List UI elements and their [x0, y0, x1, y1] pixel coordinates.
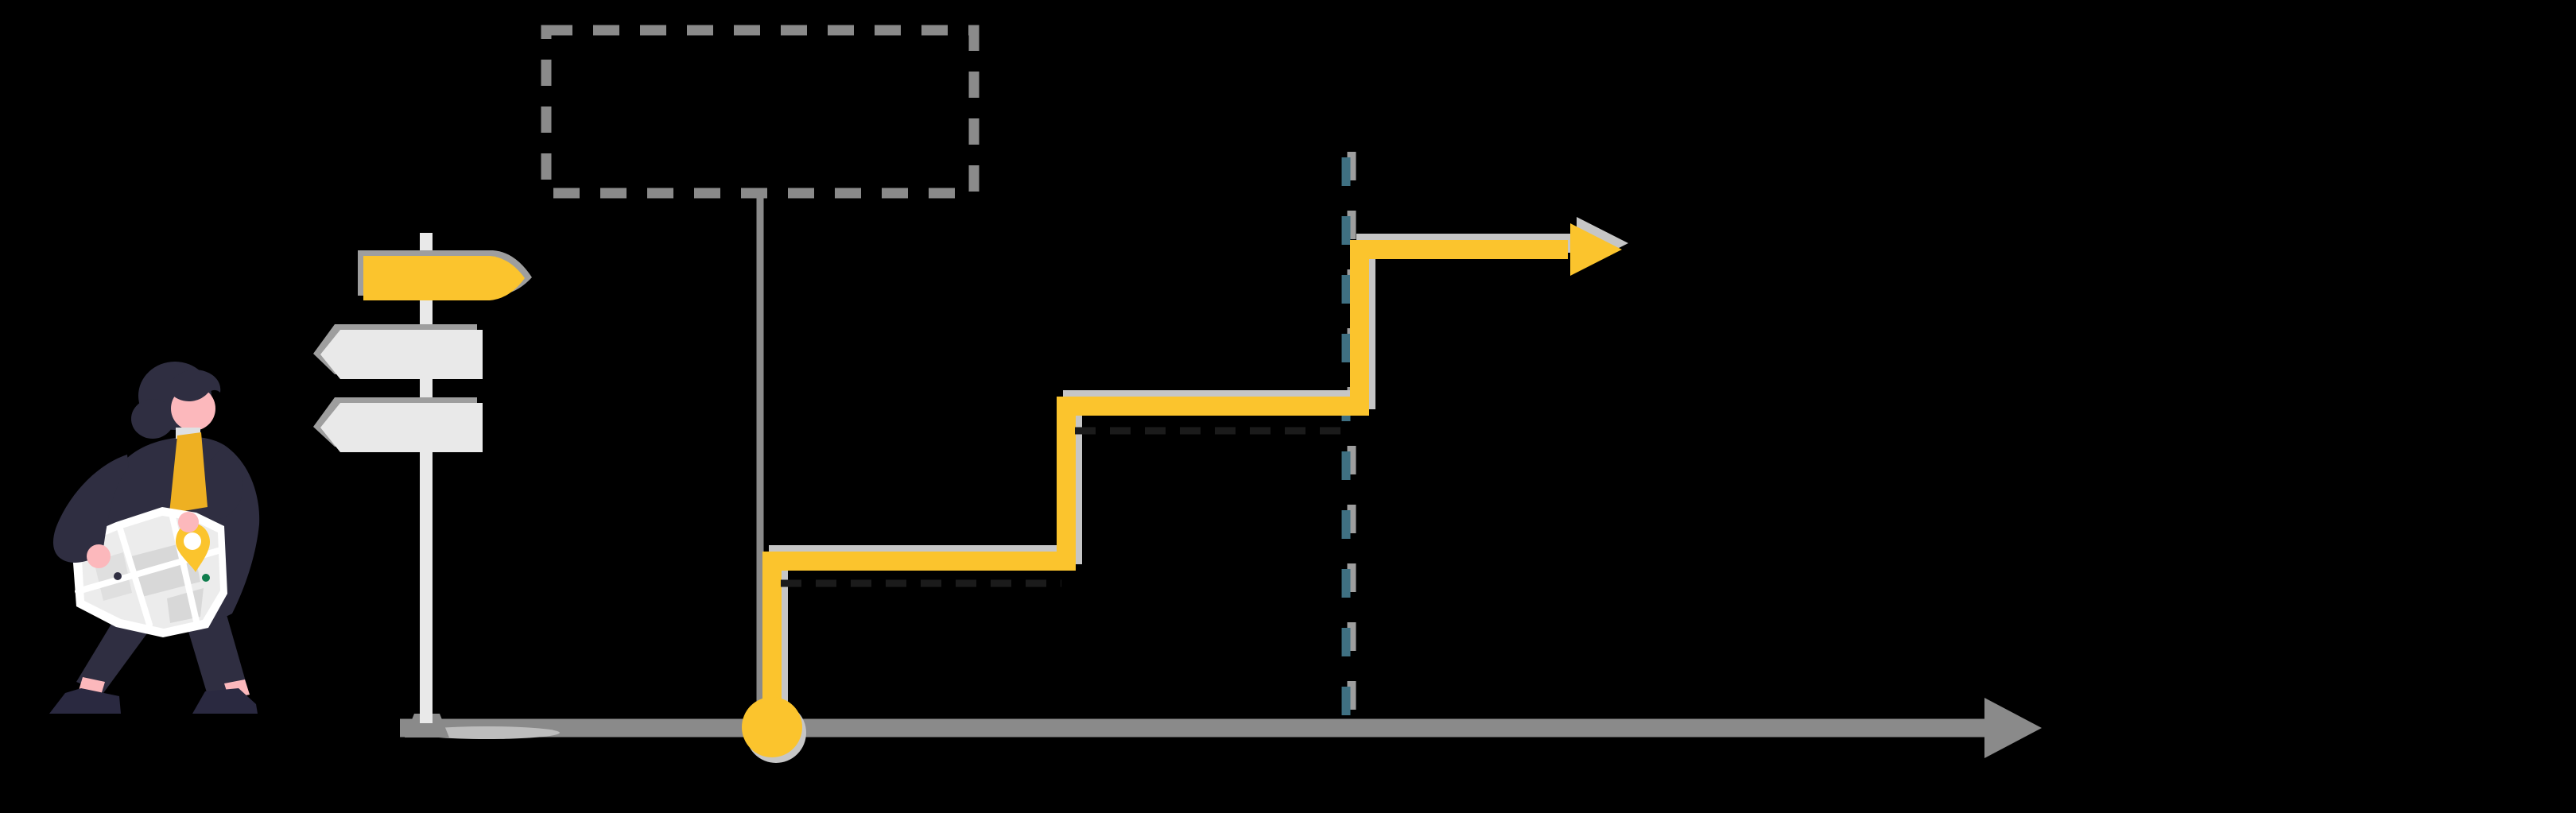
- traveler-hair-side: [131, 399, 174, 439]
- map: [72, 507, 227, 637]
- step-path-arrowhead-icon: [1570, 223, 1622, 276]
- signpost-pole: [420, 233, 433, 723]
- traveler-left-hand: [87, 544, 111, 568]
- timeline-arrow: [400, 698, 2042, 758]
- traveler-right-shoe: [192, 688, 258, 714]
- map-street-3: [169, 510, 200, 628]
- traveler-tie: [169, 432, 208, 513]
- traveler-hair-fringe: [170, 370, 221, 401]
- map-street-2: [116, 523, 153, 628]
- dashed-placeholder-box: [541, 25, 980, 199]
- map-pin-center: [184, 532, 201, 550]
- signpost: [313, 233, 532, 723]
- start-marker-circle: [742, 697, 802, 757]
- traveler-right-hand: [178, 512, 199, 532]
- traveler-left-arm: [52, 455, 129, 563]
- map-dot-navy: [114, 572, 122, 580]
- traveler-left-leg: [76, 614, 156, 693]
- sign-arrow-left-1: [320, 330, 483, 379]
- timeline-arrowhead-icon: [1984, 698, 2042, 758]
- traveler-left-shoe: [49, 688, 121, 714]
- sign-arrow-left-2: [320, 403, 483, 452]
- step-path-shadow: [769, 234, 1574, 706]
- step-path-line: [762, 240, 1568, 712]
- map-pin-icon: [176, 523, 210, 572]
- map-dot-green: [202, 574, 210, 582]
- sign-arrow-right: [363, 256, 525, 300]
- signpost-base: [405, 714, 449, 738]
- step-path: [762, 217, 1628, 712]
- signpost-ground-shadow: [413, 726, 560, 739]
- traveler-right-leg: [184, 612, 248, 698]
- traveler-figure: [49, 362, 260, 714]
